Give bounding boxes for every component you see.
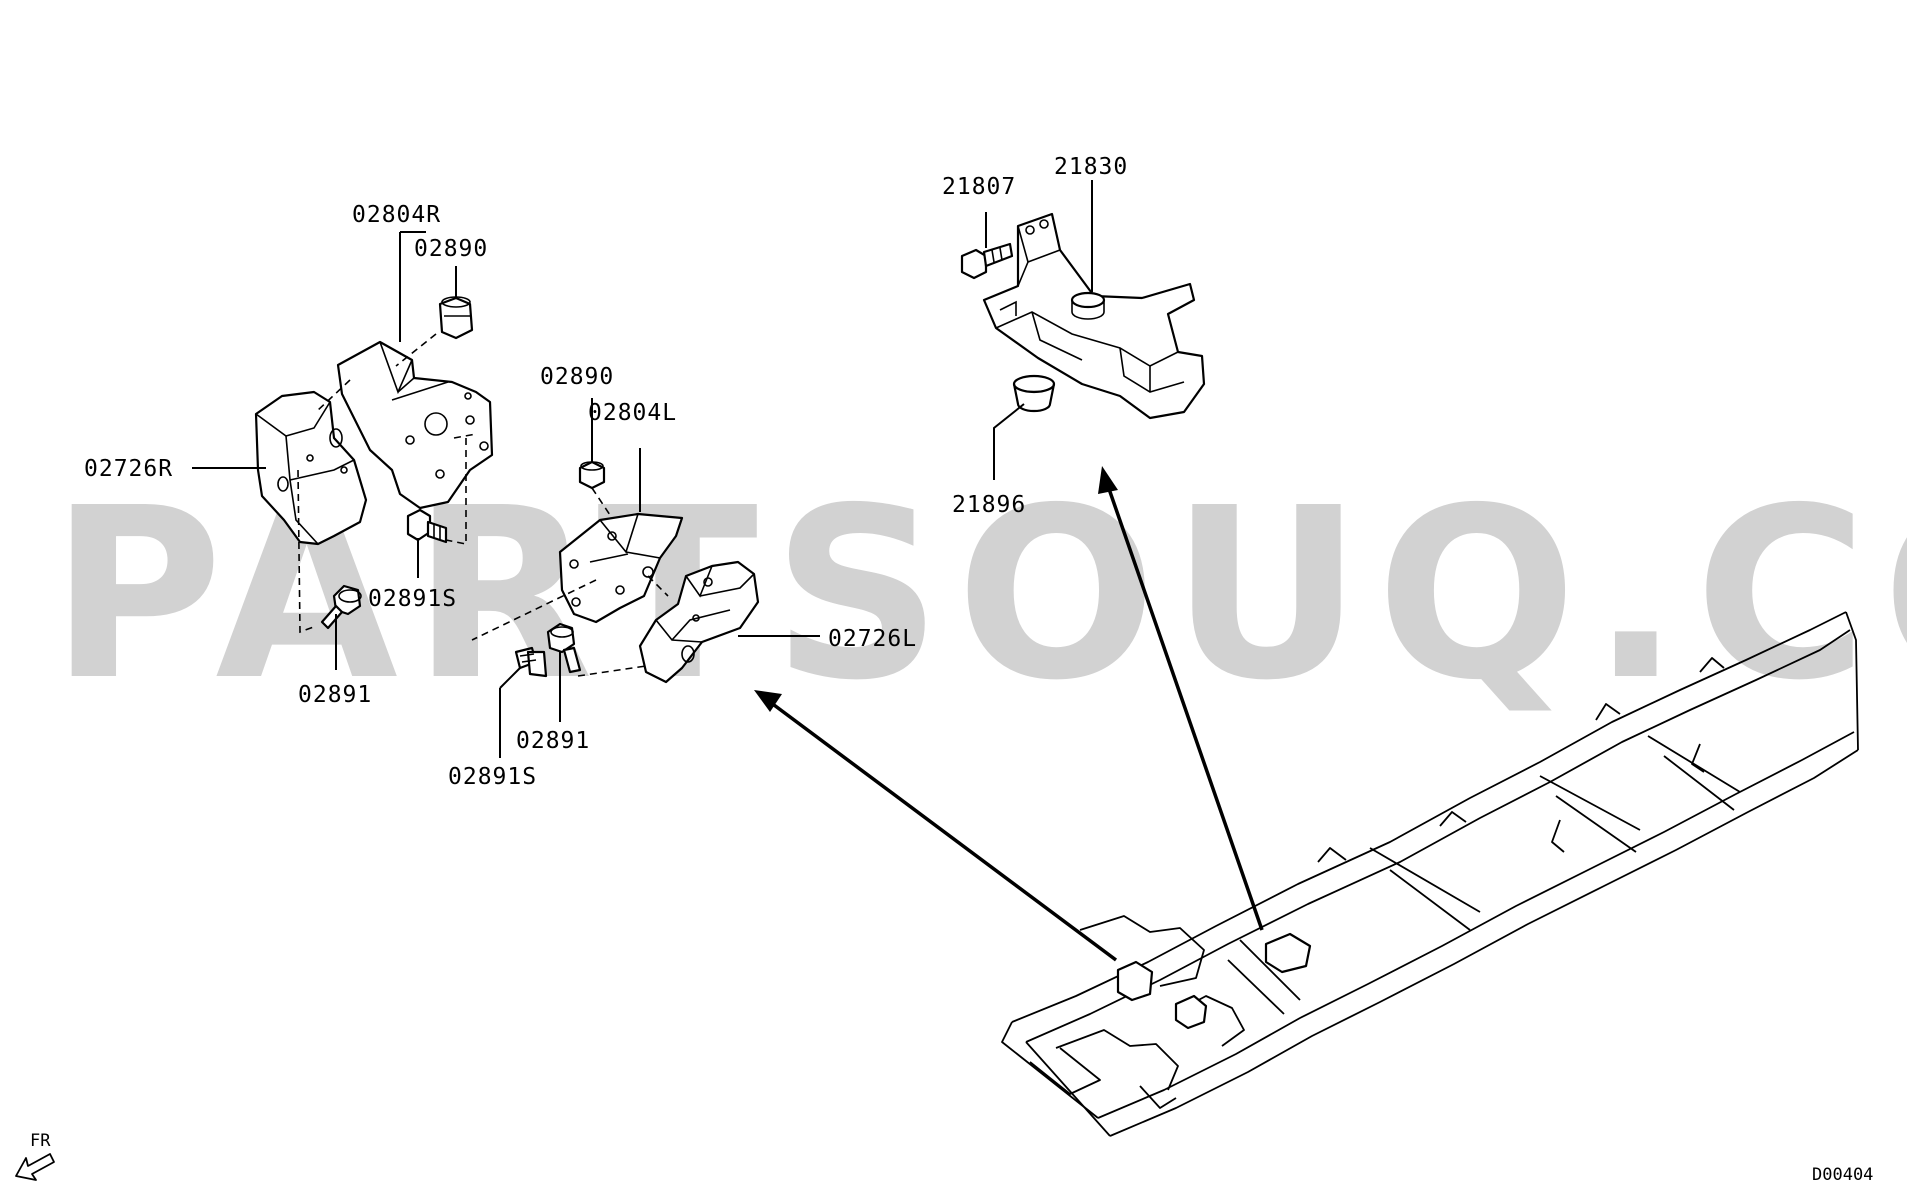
insulator-02726R-drawing — [254, 390, 368, 546]
callout-02804L[interactable]: 02804L — [588, 400, 677, 426]
callout-labels: 02804R 02890 02726R 02891S 02891 02890 0… — [84, 154, 1128, 790]
callout-02726L[interactable]: 02726L — [828, 626, 917, 652]
bolt-21807-drawing — [960, 242, 1014, 280]
nut-02890-mid-drawing — [578, 460, 606, 490]
callout-02891-left[interactable]: 02891 — [298, 682, 372, 708]
vehicle-frame-drawing — [1001, 611, 1859, 1137]
callout-21896[interactable]: 21896 — [952, 492, 1026, 518]
pointer-arrows — [754, 466, 1264, 962]
crossmember-21830-drawing — [982, 212, 1206, 420]
callout-02891S-right[interactable]: 02891S — [368, 586, 457, 612]
callout-02891-mid[interactable]: 02891 — [516, 728, 590, 754]
front-direction-indicator: FR — [15, 1131, 55, 1181]
transmission-mount-group — [960, 212, 1206, 420]
leader-lines — [192, 180, 1093, 758]
bracket-02804R-drawing — [336, 340, 494, 510]
engine-mount-left-group — [471, 460, 760, 684]
callout-02726R[interactable]: 02726R — [84, 456, 173, 482]
bracket-02804L-drawing — [558, 512, 684, 624]
front-direction-label: FR — [30, 1131, 51, 1151]
callout-02890-top[interactable]: 02890 — [414, 236, 488, 262]
engine-mount-right-group — [254, 296, 494, 634]
insulator-21896-drawing — [1012, 374, 1056, 413]
bolt-02891-left-drawing — [320, 584, 362, 630]
bolt-02891-mid-drawing — [546, 622, 582, 674]
callout-21830[interactable]: 21830 — [1054, 154, 1128, 180]
front-direction-arrow-icon — [15, 1153, 55, 1181]
diagram-code: D00404 — [1812, 1165, 1873, 1185]
insulator-02726L-drawing — [638, 560, 760, 684]
bolt-02891S-mid-drawing — [514, 646, 548, 678]
callout-02891S-mid[interactable]: 02891S — [448, 764, 537, 790]
bolt-02891S-right-drawing — [406, 508, 448, 544]
callout-02804R[interactable]: 02804R — [352, 202, 441, 228]
callout-02890-mid[interactable]: 02890 — [540, 364, 614, 390]
nut-02890-top-drawing — [438, 296, 474, 340]
callout-21807[interactable]: 21807 — [942, 174, 1016, 200]
